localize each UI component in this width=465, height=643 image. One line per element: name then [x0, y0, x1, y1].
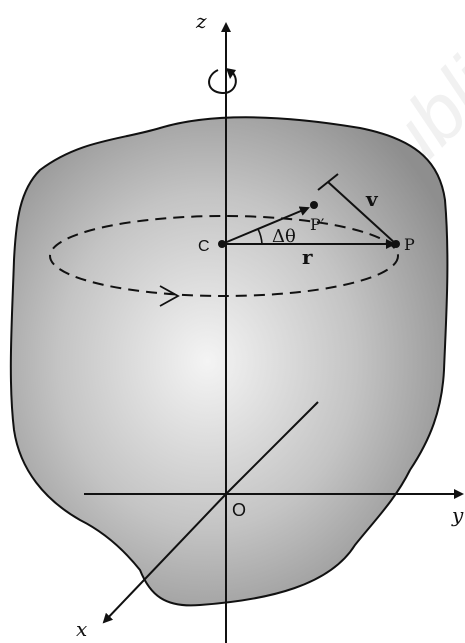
circular-path	[49, 215, 399, 297]
z-axis-label: z	[195, 9, 207, 33]
x-axis-back	[225, 401, 319, 495]
radius-to-p-prime	[221, 206, 310, 245]
rotation-direction-arrow	[159, 285, 180, 307]
origin-label: O	[232, 500, 246, 520]
x-axis	[102, 493, 227, 624]
center-label: C	[198, 238, 210, 255]
radius-label: r	[302, 245, 313, 269]
y-axis-label: y	[451, 503, 464, 527]
delta-theta-arc	[257, 228, 263, 245]
point-p-prime-label: P′	[310, 215, 325, 234]
point-p-label: P	[404, 235, 415, 254]
delta-theta-label: Δθ	[272, 226, 296, 247]
velocity-label: v	[365, 187, 379, 211]
rigid-body	[9, 116, 449, 607]
velocity-tick	[317, 173, 339, 191]
x-axis-label: x	[76, 617, 87, 641]
velocity-vector	[327, 181, 397, 245]
point-p-prime	[310, 201, 318, 209]
rotation-arrowhead-icon	[226, 68, 236, 79]
rotation-arrow-icon	[208, 69, 237, 95]
